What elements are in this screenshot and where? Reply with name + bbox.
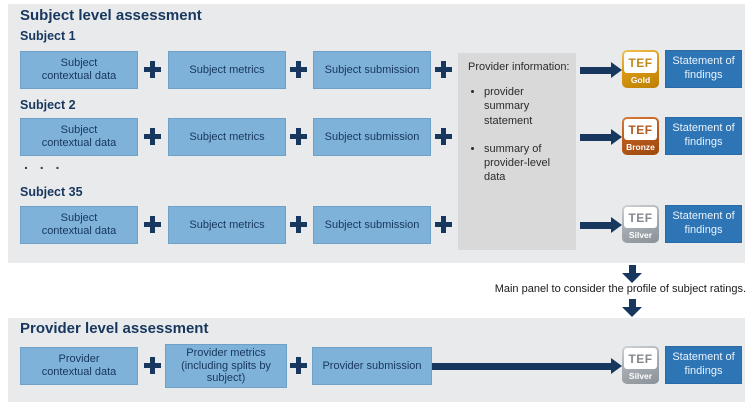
- provider-submission-box: Provider submission: [312, 347, 432, 385]
- provider-information-box: Provider information: provider summary s…: [458, 53, 576, 250]
- provider-level-panel: Provider level assessment Provider conte…: [8, 318, 745, 402]
- plus-icon: [435, 216, 452, 233]
- plus-icon: [144, 357, 161, 374]
- medal-label: Bronze: [626, 141, 655, 152]
- tef-silver-badge: TEF Silver: [622, 205, 659, 243]
- tef-logo-text: TEF: [624, 207, 657, 228]
- plus-icon: [290, 61, 307, 78]
- arrow-right-icon: [580, 129, 622, 145]
- main-panel-caption: Main panel to consider the profile of su…: [494, 283, 746, 295]
- statement-of-findings-box: Statement of findings: [665, 205, 742, 243]
- statement-of-findings-box: Statement of findings: [665, 346, 742, 384]
- statement-of-findings-box: Statement of findings: [665, 50, 742, 88]
- tef-logo-text: TEF: [624, 52, 657, 73]
- arrow-right-icon: [580, 217, 622, 233]
- continuation-ellipsis: . . .: [24, 156, 64, 172]
- provider-information-bullet: summary of provider-level data: [484, 142, 556, 185]
- tef-logo-text: TEF: [624, 119, 657, 140]
- subject-submission-box: Subject submission: [313, 206, 431, 244]
- provider-panel-title: Provider level assessment: [20, 320, 209, 337]
- subject-submission-box: Subject submission: [313, 118, 431, 156]
- plus-icon: [290, 128, 307, 145]
- plus-icon: [435, 61, 452, 78]
- subject-contextual-data-box: Subject contextual data: [20, 118, 138, 156]
- subject-row-label: Subject 35: [20, 185, 83, 199]
- subject-level-panel: Subject level assessment Subject 1 Subje…: [8, 4, 745, 263]
- medal-label: Gold: [630, 74, 651, 85]
- arrow-down-icon: [622, 299, 642, 317]
- plus-icon: [290, 357, 307, 374]
- plus-icon: [144, 61, 161, 78]
- provider-contextual-data-box: Provider contextual data: [20, 347, 138, 385]
- subject-contextual-data-box: Subject contextual data: [20, 51, 138, 89]
- provider-information-list: provider summary statement summary of pr…: [468, 85, 572, 185]
- subject-metrics-box: Subject metrics: [168, 51, 286, 89]
- subject-metrics-box: Subject metrics: [168, 118, 286, 156]
- provider-metrics-box: Provider metrics (including splits by su…: [165, 344, 287, 388]
- statement-of-findings-box: Statement of findings: [665, 117, 742, 155]
- subject-submission-box: Subject submission: [313, 51, 431, 89]
- subject-metrics-box: Subject metrics: [168, 206, 286, 244]
- provider-information-title: Provider information:: [468, 61, 570, 73]
- subject-row-label: Subject 1: [20, 29, 76, 43]
- subject-contextual-data-box: Subject contextual data: [20, 206, 138, 244]
- tef-bronze-badge: TEF Bronze: [622, 117, 659, 155]
- arrow-right-icon: [432, 358, 622, 374]
- plus-icon: [290, 216, 307, 233]
- tef-silver-badge: TEF Silver: [622, 346, 659, 384]
- tef-gold-badge: TEF Gold: [622, 50, 659, 88]
- arrow-right-icon: [580, 62, 622, 78]
- tef-logo-text: TEF: [624, 348, 657, 369]
- subject-row-label: Subject 2: [20, 98, 76, 112]
- medal-label: Silver: [628, 370, 653, 381]
- plus-icon: [144, 128, 161, 145]
- subject-panel-title: Subject level assessment: [20, 7, 202, 24]
- provider-information-bullet: provider summary statement: [484, 85, 556, 128]
- arrow-down-icon: [622, 265, 642, 283]
- medal-label: Silver: [628, 229, 653, 240]
- plus-icon: [144, 216, 161, 233]
- plus-icon: [435, 128, 452, 145]
